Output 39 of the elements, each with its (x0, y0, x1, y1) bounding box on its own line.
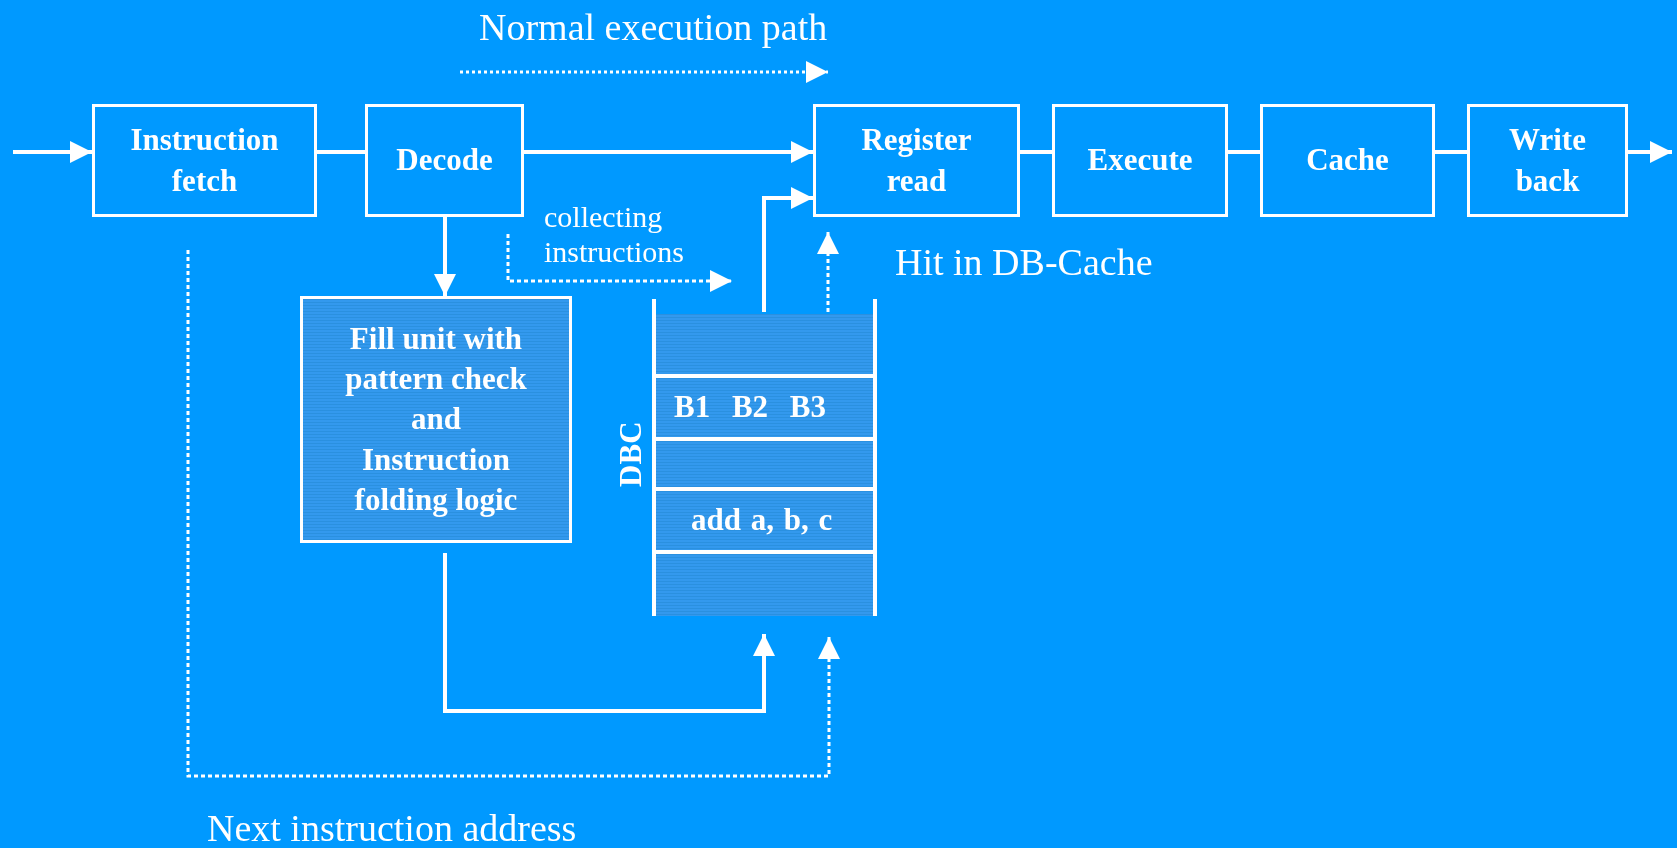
edge-label: Hit in DB-Cache (895, 240, 1153, 285)
arrow (524, 141, 813, 163)
node-text: Execute (1086, 141, 1194, 180)
node-text: Register read (860, 121, 973, 200)
process-box (1260, 104, 1435, 217)
node-text: Write back (1508, 121, 1587, 200)
arrow (506, 234, 732, 292)
connector-line (1020, 150, 1052, 154)
connector-line (1435, 150, 1467, 154)
process-box (92, 104, 317, 217)
node-text: Cache (1305, 141, 1390, 180)
arrow (762, 187, 813, 312)
node-text: Instruction fetch (129, 121, 280, 200)
annotation: Normal execution path (479, 8, 828, 46)
process-box (813, 104, 1020, 217)
arrow (186, 250, 840, 778)
arrow (434, 217, 456, 296)
node-text: Decode (395, 141, 494, 180)
connector-line (1228, 150, 1260, 154)
edge-label: collecting instructions (544, 200, 685, 269)
process-box (1467, 104, 1628, 217)
connector-line (317, 150, 365, 154)
process-box (365, 104, 524, 217)
node-text: Fill unit with pattern check and Instruction folding logic (344, 319, 528, 519)
buffer-slot (656, 441, 873, 487)
process-box (300, 296, 572, 543)
edge-label: Next instruction address (207, 806, 577, 848)
buffer-slot (656, 314, 873, 374)
buffer-slot (656, 554, 873, 616)
process-box (1052, 104, 1228, 217)
buffer-slot (656, 491, 873, 550)
arrow (817, 232, 839, 312)
arrow (1628, 141, 1672, 163)
arrow (443, 553, 775, 713)
arrow (13, 141, 92, 163)
slot-text: B1 B2 B3 (674, 388, 827, 427)
buffer-slot (656, 378, 873, 437)
slot-text: add a, b, c (691, 501, 833, 540)
stack-label: DBC (611, 420, 649, 489)
